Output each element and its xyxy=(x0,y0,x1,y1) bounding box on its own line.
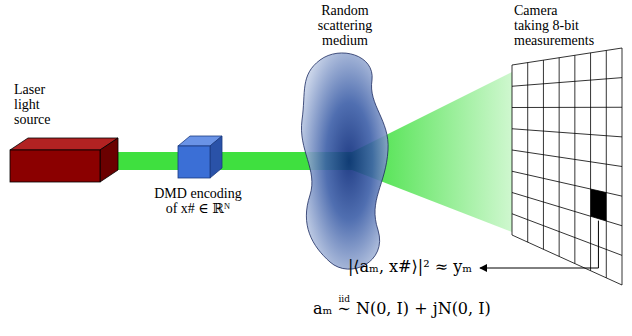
measurement-arrow xyxy=(480,221,598,268)
laser-source xyxy=(10,138,118,182)
intensity-formula: |⟨aₘ, x#⟩|² ≈ yₘ xyxy=(348,258,472,276)
iid-label: iid xyxy=(338,294,350,304)
camera-label: Camera taking 8-bit measurements xyxy=(514,3,590,48)
medium-label: Random scattering medium xyxy=(312,3,378,48)
scattering-medium xyxy=(301,53,388,269)
camera-sensor-grid xyxy=(512,48,622,285)
laser-label: Laser light source xyxy=(14,82,59,127)
dmd-cube xyxy=(178,136,222,178)
dmd-label: DMD encoding of x# ∈ ℝᴺ xyxy=(148,186,248,216)
